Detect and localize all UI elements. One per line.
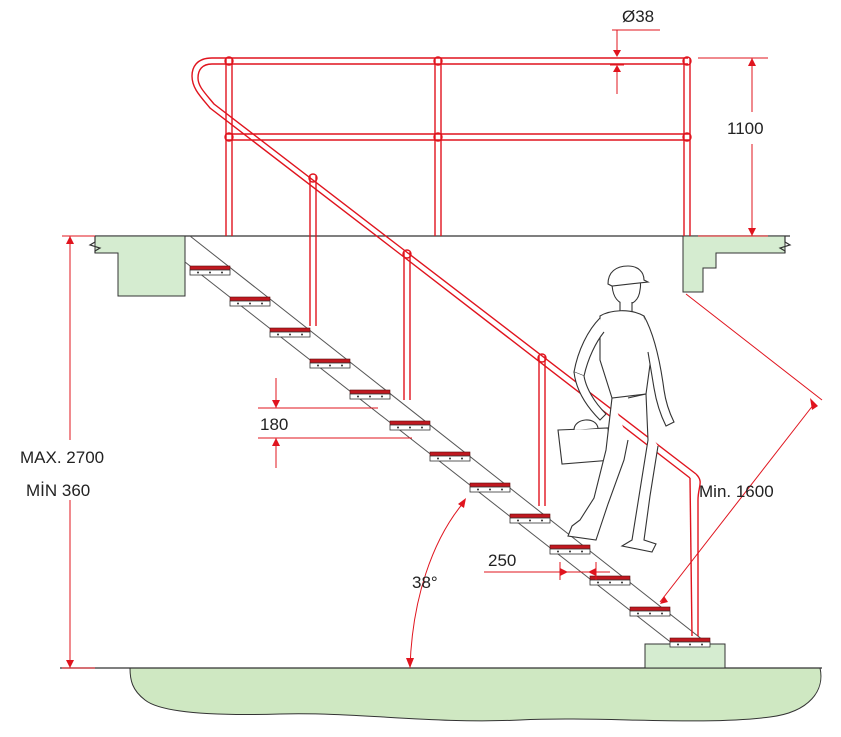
ground <box>129 667 822 722</box>
tread <box>589 575 631 586</box>
angle-dimension: 38° <box>406 498 466 669</box>
base-block <box>644 643 726 669</box>
tread <box>269 327 311 338</box>
tread <box>669 637 711 648</box>
tread <box>509 513 551 524</box>
rail-height-dimension: 1100 <box>698 57 768 237</box>
tread <box>469 482 511 493</box>
height-dimension: MAX. 2700 MİN 360 <box>20 235 104 669</box>
tread <box>349 389 391 400</box>
left-break-mark <box>88 236 102 253</box>
riser-dimension: 180 <box>258 378 412 468</box>
tread <box>389 420 431 431</box>
tread <box>549 544 591 555</box>
riser-label: 180 <box>260 415 288 434</box>
tread <box>429 451 471 462</box>
treads <box>189 265 711 648</box>
right-break-mark <box>778 236 792 253</box>
tread <box>309 358 351 369</box>
tread <box>629 606 671 617</box>
handrail <box>191 56 701 637</box>
angle-label: 38° <box>412 573 438 592</box>
tread-label: 250 <box>488 551 516 570</box>
tread <box>189 265 231 276</box>
clearance-dimension: Min. 1600 <box>659 293 823 604</box>
rail-height-label: 1100 <box>727 119 764 138</box>
tread <box>229 296 271 307</box>
clearance-label: Min. 1600 <box>699 482 774 501</box>
worker-figure <box>557 265 675 553</box>
pipe-diameter-dimension: Ø38 <box>610 7 660 94</box>
min-height-label: MİN 360 <box>26 481 90 500</box>
max-height-label: MAX. 2700 <box>20 448 104 467</box>
tread-dimension: 250 <box>484 551 610 580</box>
right-landing-slab <box>682 235 786 293</box>
pipe-diameter-label: Ø38 <box>622 7 654 26</box>
left-landing-slab <box>94 235 186 297</box>
